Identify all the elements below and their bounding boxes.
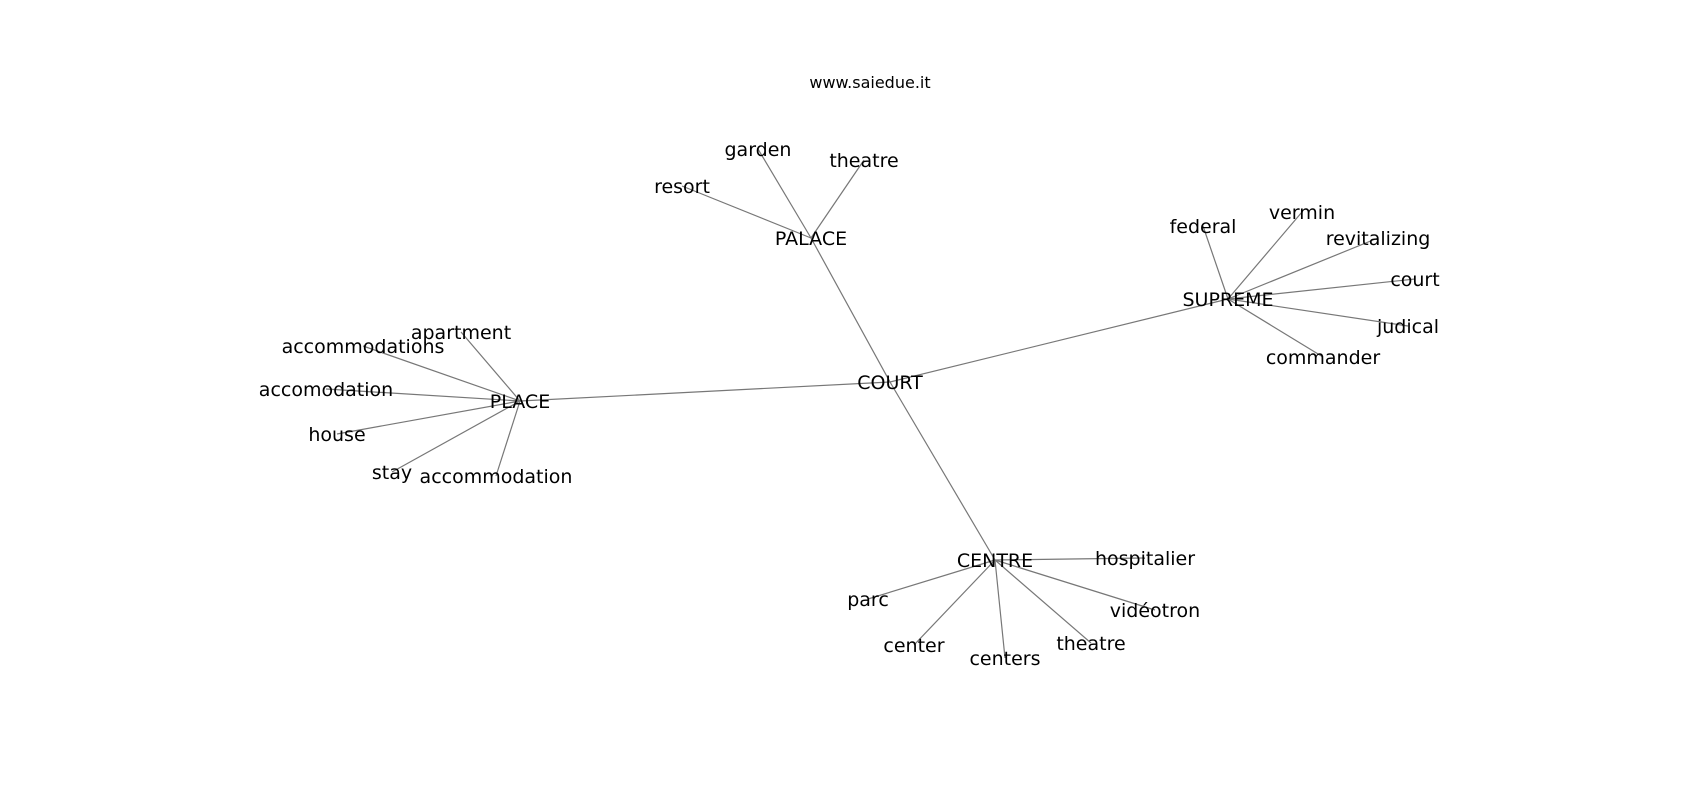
- node-supreme-judical: judical: [1376, 316, 1439, 338]
- node-supreme-vermin: vermin: [1269, 202, 1335, 224]
- node-place: PLACE: [490, 391, 550, 413]
- node-place-accomodation: accomodation: [259, 379, 393, 401]
- node-palace: PALACE: [775, 228, 847, 250]
- node-supreme-revitalizing: revitalizing: [1326, 228, 1431, 250]
- node-centre-videotron: vidéotron: [1110, 600, 1200, 622]
- edge-place-stay: [391, 400, 521, 473]
- edge-court-centre: [889, 381, 996, 561]
- node-centre-parc: parc: [847, 589, 889, 611]
- edge-place-accommodations: [362, 345, 521, 402]
- edge-place-accomodation: [325, 388, 521, 402]
- edge-palace-resort: [681, 185, 812, 239]
- edge-place-apartment: [460, 331, 521, 402]
- edge-place-house: [336, 400, 521, 435]
- node-palace-garden: garden: [725, 139, 792, 161]
- edge-supreme-revitalizing: [1227, 237, 1379, 300]
- node-centre-theatre: theatre: [1056, 633, 1125, 655]
- edge-supreme-vermin: [1227, 211, 1303, 300]
- node-centre: CENTRE: [957, 550, 1033, 572]
- node-place-house: house: [308, 424, 365, 446]
- edge-centre-videotron: [994, 559, 1156, 611]
- edge-centre-theatre: [994, 559, 1092, 644]
- node-centre-hospitalier: hospitalier: [1095, 548, 1195, 570]
- edge-centre-hospitalier: [994, 557, 1146, 561]
- node-palace-resort: resort: [654, 176, 710, 198]
- node-place-stay: stay: [372, 462, 412, 484]
- node-place-accommodation: accommodation: [420, 466, 573, 488]
- edge-palace-theatre: [810, 159, 865, 239]
- graph-edges: [325, 148, 1416, 659]
- node-centre-centers: centers: [969, 648, 1040, 670]
- node-supreme-commander: commander: [1266, 347, 1381, 369]
- edge-centre-parc: [867, 559, 996, 600]
- edge-place-accommodation: [495, 400, 521, 477]
- edge-supreme-judical: [1227, 298, 1409, 327]
- node-palace-theatre: theatre: [829, 150, 898, 172]
- edge-centre-center: [913, 559, 996, 646]
- node-court: COURT: [857, 372, 923, 394]
- watermark: www.saiedue.it: [809, 73, 930, 92]
- node-place-apartment: apartment: [411, 322, 511, 344]
- edge-court-supreme: [889, 298, 1229, 383]
- node-supreme: SUPREME: [1182, 289, 1273, 311]
- edge-court-place: [519, 381, 891, 402]
- node-centre-center: center: [883, 635, 944, 657]
- edge-supreme-federal: [1202, 225, 1229, 300]
- edge-court-palace: [810, 237, 891, 383]
- node-place-accommodations: accommodations: [282, 336, 445, 358]
- edge-palace-garden: [757, 148, 812, 239]
- node-supreme-court: court: [1390, 269, 1439, 291]
- edge-centre-centers: [994, 559, 1006, 659]
- edge-supreme-court: [1227, 278, 1416, 300]
- edge-supreme-commander: [1227, 298, 1324, 358]
- node-supreme-federal: federal: [1170, 216, 1237, 238]
- graph-labels: COURT SUPREME federal vermin revitalizing cou…: [259, 139, 1440, 670]
